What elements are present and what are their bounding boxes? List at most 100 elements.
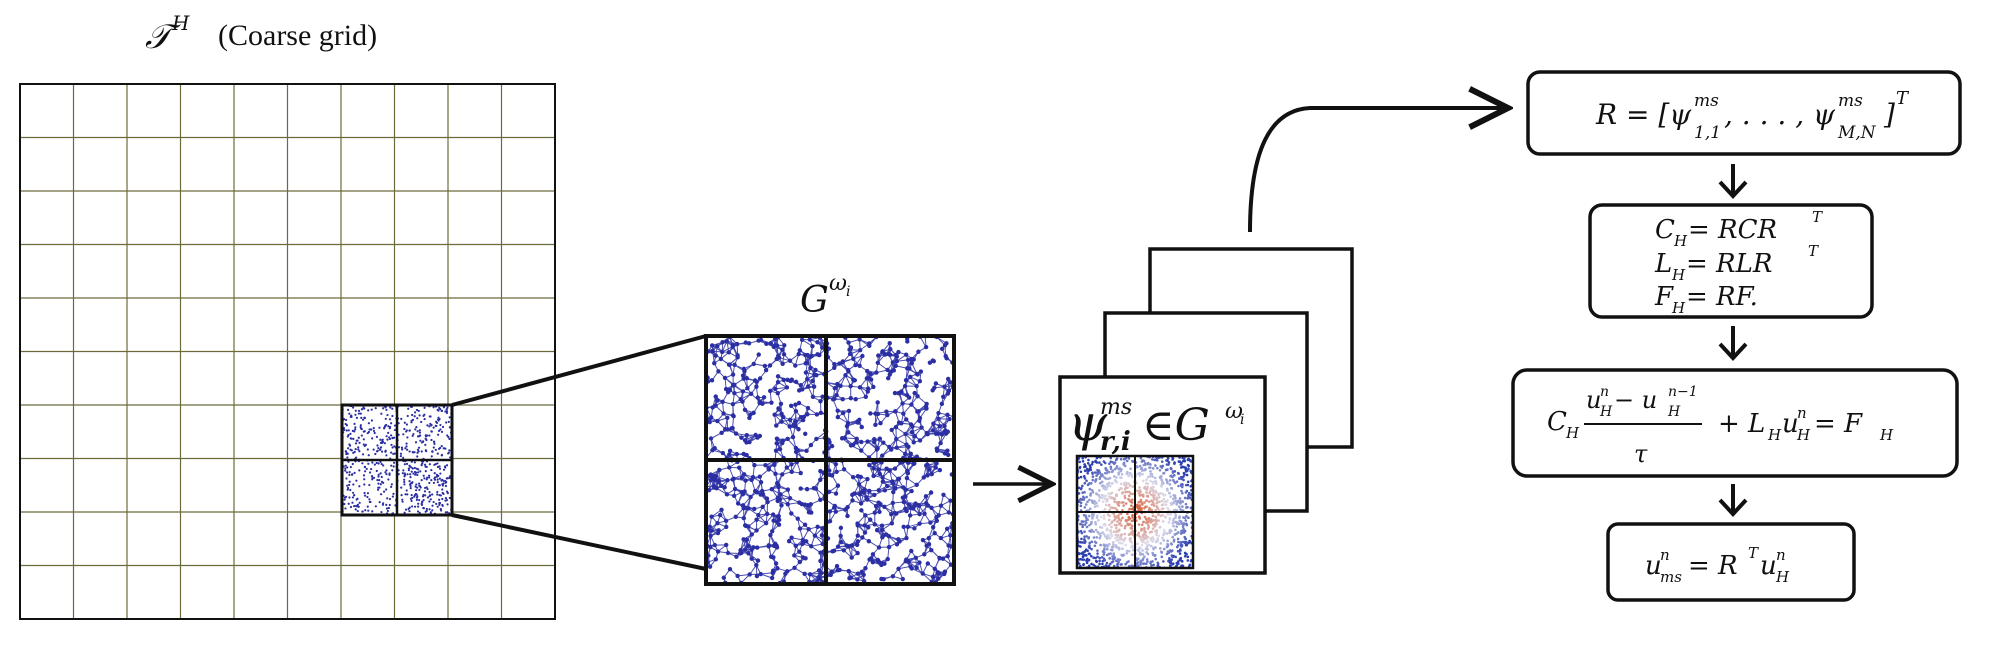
basis-node <box>1149 479 1152 483</box>
mesh-node <box>917 521 922 526</box>
mesh-node <box>353 422 356 425</box>
mesh-node <box>432 426 435 429</box>
l-h-3: T <box>1808 242 1819 260</box>
basis-node <box>1145 499 1148 503</box>
mesh-node <box>839 436 845 441</box>
mesh-node <box>717 512 723 518</box>
u-ms: u <box>1645 551 1662 581</box>
mesh-node <box>346 488 349 491</box>
mesh-node <box>847 347 852 352</box>
basis-node <box>1163 515 1167 518</box>
mesh-node <box>874 447 880 452</box>
mesh-node <box>766 543 772 548</box>
basis-node <box>1187 495 1190 498</box>
mesh-node <box>802 571 807 576</box>
mesh-node <box>755 545 760 550</box>
basis-node <box>1080 537 1083 541</box>
u-ms-sup: n <box>1660 546 1670 564</box>
mesh-node <box>886 351 891 357</box>
basis-node <box>1083 550 1086 554</box>
mesh-node <box>727 567 733 572</box>
mesh-node <box>347 502 350 505</box>
mesh-node <box>444 484 448 488</box>
mesh-node <box>352 494 356 497</box>
basis-node <box>1148 491 1151 495</box>
basis-node <box>1160 555 1164 559</box>
eq-tau: τ <box>1634 440 1648 468</box>
mesh-node <box>426 487 429 491</box>
basis-node <box>1185 506 1188 509</box>
mesh-node <box>437 419 440 422</box>
mesh-node <box>873 503 879 509</box>
mesh-node <box>857 417 862 422</box>
mesh-node <box>378 500 381 504</box>
mesh-node <box>438 477 441 480</box>
eq-equals-f: = F <box>1814 409 1863 439</box>
mesh-node <box>373 463 376 466</box>
mesh-node <box>348 496 351 499</box>
basis-node <box>1149 470 1152 473</box>
mesh-node <box>854 436 859 441</box>
mesh-node <box>819 345 825 350</box>
mesh-node <box>752 506 757 512</box>
mesh-node <box>417 409 420 413</box>
basis-node <box>1140 507 1144 510</box>
basis-node <box>1079 564 1082 568</box>
mesh-node <box>891 489 896 495</box>
mesh-node <box>939 346 945 352</box>
basis-node <box>1105 486 1109 489</box>
basis-node <box>1129 536 1132 540</box>
mesh-node <box>827 518 833 524</box>
mesh-node <box>891 481 896 486</box>
mesh-node <box>763 367 769 373</box>
mesh-node <box>788 378 793 384</box>
mesh-node <box>360 408 364 411</box>
mesh-node <box>356 497 359 500</box>
zoom-line-bottom <box>451 513 707 571</box>
basis-node <box>1121 509 1124 512</box>
eq-u3: u <box>1782 409 1799 439</box>
basis-node <box>1090 499 1094 502</box>
basis-node <box>1088 467 1092 470</box>
c-h-1: H <box>1673 232 1688 250</box>
mesh-node <box>789 462 794 467</box>
mesh-node <box>922 511 927 516</box>
basis-node <box>1144 467 1147 471</box>
mesh-node <box>793 379 799 385</box>
mesh-node <box>731 414 736 419</box>
basis-node <box>1105 547 1109 551</box>
mesh-node <box>892 466 898 471</box>
basis-node <box>1151 514 1155 518</box>
mesh-node <box>797 559 803 565</box>
mesh-node <box>780 472 785 477</box>
mesh-node <box>855 523 861 528</box>
basis-node <box>1175 545 1179 549</box>
basis-node <box>1151 527 1155 530</box>
c-h-0: C <box>1655 215 1675 245</box>
mesh-node <box>905 470 911 476</box>
mesh-node <box>407 469 410 472</box>
mesh-node <box>751 361 756 367</box>
basis-node <box>1109 552 1113 555</box>
mesh-node <box>827 439 832 445</box>
mesh-node <box>722 375 728 381</box>
mesh-node <box>948 380 953 385</box>
basis-node <box>1105 527 1109 531</box>
basis-node <box>1125 561 1129 564</box>
mesh-node <box>445 490 449 493</box>
mesh-node <box>345 477 348 480</box>
mesh-node <box>393 436 396 439</box>
basis-node <box>1109 467 1113 470</box>
r-part-5: ms <box>1838 91 1863 111</box>
mesh-node <box>775 514 780 519</box>
basis-node <box>1102 523 1105 526</box>
mesh-node <box>916 349 921 354</box>
basis-node <box>1100 463 1103 466</box>
basis-node <box>1130 473 1133 477</box>
mesh-node <box>366 495 369 499</box>
mesh-node <box>424 494 427 497</box>
mesh-node <box>889 427 894 433</box>
mesh-node <box>753 432 758 438</box>
mesh-node <box>382 464 385 467</box>
mesh-node <box>892 390 898 396</box>
